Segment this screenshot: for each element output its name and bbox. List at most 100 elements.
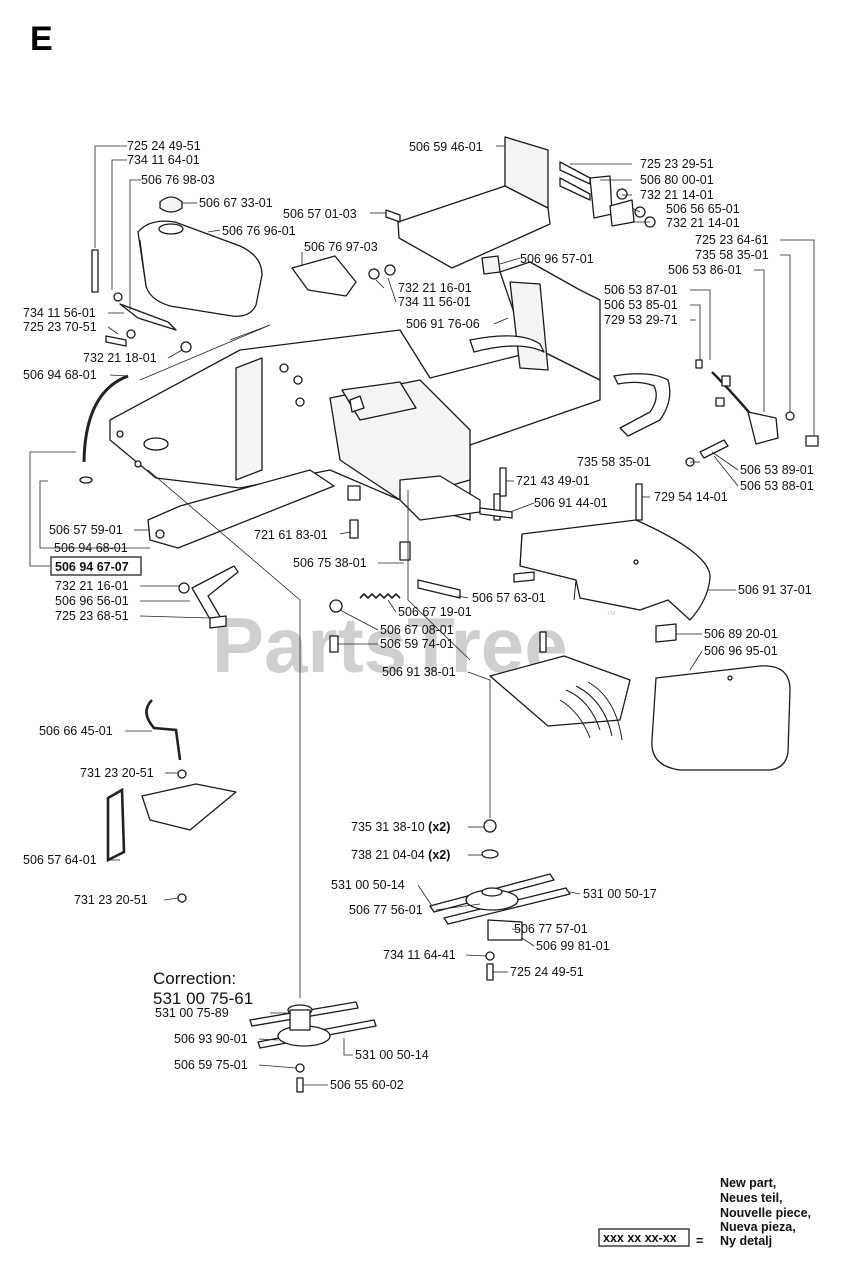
part-label[interactable]: 731 23 20-51: [80, 766, 154, 780]
part-label[interactable]: 506 76 97-03: [304, 240, 378, 254]
part-label[interactable]: 735 58 35-01: [695, 248, 769, 262]
watermark-tm: ™: [606, 610, 616, 621]
part-label[interactable]: 506 67 19-01: [398, 605, 472, 619]
part-label[interactable]: 731 23 20-51: [74, 893, 148, 907]
top-right-bracket: [589, 175, 613, 219]
part-label[interactable]: 506 76 98-03: [141, 173, 215, 187]
correction-part[interactable]: 531 00 75-61: [153, 989, 253, 1008]
part-label[interactable]: 506 66 45-01: [39, 724, 113, 738]
part-label[interactable]: 725 23 64-61: [695, 233, 769, 247]
part-label[interactable]: 735 31 38-10 (x2): [351, 820, 450, 834]
part-label[interactable]: 721 61 83-01: [254, 528, 328, 542]
section-letter: E: [30, 20, 53, 58]
part-label[interactable]: 725 23 70-51: [23, 320, 97, 334]
part-label[interactable]: 531 00 50-14: [331, 878, 405, 892]
part-label[interactable]: 506 94 68-01: [54, 541, 128, 555]
part-label[interactable]: 734 11 64-41: [383, 948, 456, 962]
part-label[interactable]: 721 43 49-01: [516, 474, 590, 488]
legend-equals: =: [696, 1234, 703, 1248]
hose-guide: [139, 324, 271, 381]
part-label[interactable]: 725 24 49-51: [510, 965, 584, 979]
part-label[interactable]: 506 96 56-01: [55, 594, 129, 608]
part-label[interactable]: 506 77 56-01: [349, 903, 423, 917]
part-label[interactable]: 506 57 63-01: [472, 591, 546, 605]
new-part-box: [50, 556, 142, 576]
part-label[interactable]: 729 54 14-01: [654, 490, 728, 504]
legend: New part, Neues teil, Nouvelle piece, Nu…: [598, 1176, 811, 1248]
knob: [481, 255, 501, 275]
part-label[interactable]: 506 53 86-01: [668, 263, 742, 277]
screw: [635, 483, 643, 521]
chute: [489, 655, 631, 741]
part-label[interactable]: 732 21 14-01: [640, 188, 714, 202]
bolt: [91, 249, 99, 293]
legend-line: Nueva pieza,: [720, 1220, 796, 1234]
part-label[interactable]: 506 91 38-01: [382, 665, 456, 679]
drawing: [79, 136, 819, 1093]
part-label[interactable]: 506 53 88-01: [740, 479, 814, 493]
part-label-new[interactable]: 506 94 67-07: [55, 560, 129, 574]
part-label[interactable]: 531 00 75-89: [155, 1006, 229, 1020]
rod-upper: [145, 699, 182, 761]
part-label[interactable]: 732 21 14-01: [666, 216, 740, 230]
part-label[interactable]: 506 91 76-06: [406, 317, 480, 331]
legend-line: Neues teil,: [720, 1191, 783, 1205]
top-cover-plate: [385, 136, 551, 269]
part-label[interactable]: 506 57 59-01: [49, 523, 123, 537]
part-label[interactable]: 506 57 01-03: [283, 207, 357, 221]
legend-box-text: xxx xx xx-xx: [603, 1231, 677, 1245]
link-plate: [747, 411, 779, 445]
part-labels: 725 24 49-51 734 11 64-01 506 76 98-03 5…: [23, 139, 814, 1092]
part-label[interactable]: 506 53 87-01: [604, 283, 678, 297]
part-label[interactable]: 506 94 68-01: [23, 368, 97, 382]
part-label[interactable]: 506 99 81-01: [536, 939, 610, 953]
part-label[interactable]: 506 55 60-02: [330, 1078, 404, 1092]
part-label[interactable]: 506 91 37-01: [738, 583, 812, 597]
bottom-pulley: [249, 1001, 377, 1093]
part-label[interactable]: 734 11 64-01: [127, 153, 200, 167]
part-label[interactable]: 506 59 46-01: [409, 140, 483, 154]
part-label[interactable]: 506 53 85-01: [604, 298, 678, 312]
leader-lines: [29, 145, 815, 1086]
spring: [359, 592, 401, 600]
part-label[interactable]: 735 58 35-01: [577, 455, 651, 469]
part-label[interactable]: 506 96 95-01: [704, 644, 778, 658]
part-label[interactable]: 531 00 50-17: [583, 887, 657, 901]
part-label[interactable]: 506 91 44-01: [534, 496, 608, 510]
part-label[interactable]: 506 76 96-01: [222, 224, 296, 238]
belt-line-left: [147, 469, 301, 998]
part-label[interactable]: 506 93 90-01: [174, 1032, 248, 1046]
correction-heading: Correction:: [153, 969, 236, 988]
part-label[interactable]: 506 96 57-01: [520, 252, 594, 266]
tank-bracket-right: [291, 255, 357, 297]
part-number: 735 31 38-10: [351, 820, 425, 834]
lever-plate: [141, 783, 237, 831]
part-label[interactable]: 725 23 68-51: [55, 609, 129, 623]
part-label[interactable]: 734 11 56-01: [23, 306, 96, 320]
part-label[interactable]: 506 59 74-01: [380, 637, 454, 651]
part-label[interactable]: 725 23 29-51: [640, 157, 714, 171]
part-label[interactable]: 732 21 18-01: [83, 351, 157, 365]
part-label[interactable]: 506 89 20-01: [704, 627, 778, 641]
quantity: (x2): [428, 820, 450, 834]
part-label[interactable]: 738 21 04-04 (x2): [351, 848, 450, 862]
part-label[interactable]: 506 77 57-01: [514, 922, 588, 936]
part-label[interactable]: 506 80 00-01: [640, 173, 714, 187]
part-label[interactable]: 734 11 56-01: [398, 295, 471, 309]
part-label[interactable]: 506 59 75-01: [174, 1058, 248, 1072]
part-label[interactable]: 531 00 50-14: [355, 1048, 429, 1062]
part-label[interactable]: 729 53 29-71: [604, 313, 678, 327]
rod-lower: [106, 787, 126, 863]
part-label[interactable]: 725 24 49-51: [127, 139, 201, 153]
part-label[interactable]: 506 67 08-01: [380, 623, 454, 637]
part-label[interactable]: 732 21 16-01: [55, 579, 129, 593]
handle-bar: [613, 373, 671, 437]
part-label[interactable]: 506 53 89-01: [740, 463, 814, 477]
part-label[interactable]: 506 56 65-01: [666, 202, 740, 216]
part-label[interactable]: 506 75 38-01: [293, 556, 367, 570]
part-label[interactable]: 506 67 33-01: [199, 196, 273, 210]
tank-bracket-left: [119, 303, 177, 331]
part-label[interactable]: 506 57 64-01: [23, 853, 97, 867]
part-label[interactable]: 732 21 16-01: [398, 281, 472, 295]
